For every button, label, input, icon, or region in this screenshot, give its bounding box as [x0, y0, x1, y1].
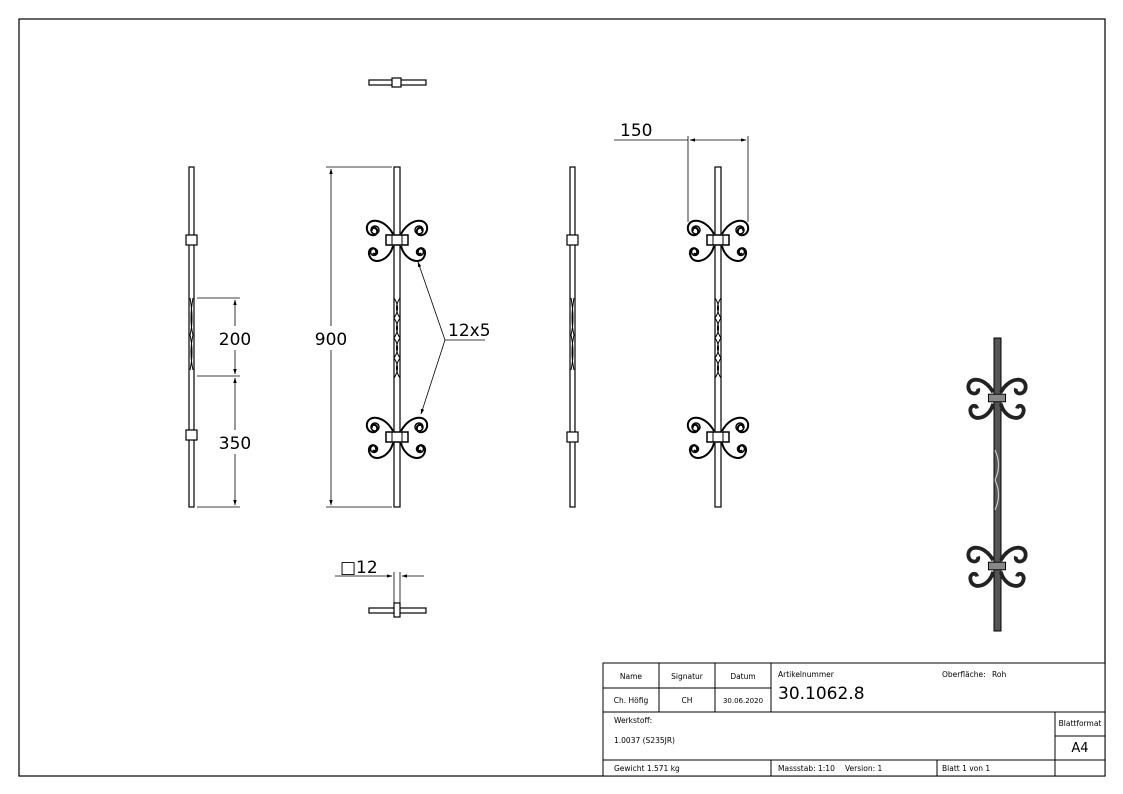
dim-900-text: 900	[315, 330, 347, 350]
surface-value: Roh	[992, 670, 1006, 679]
dimension-12x5-leader: 12x5	[417, 261, 491, 415]
sheet-format-label: Blattformat	[1059, 719, 1102, 728]
title-block-text: Name Signatur Datum Ch. Höfig CH 30.06.2…	[614, 670, 1102, 773]
dimension-200-350: 200 350	[197, 297, 252, 508]
sheet-count-text: Blatt 1 von 1	[942, 764, 990, 773]
title-block	[602, 662, 1106, 777]
date-label: Datum	[730, 672, 755, 681]
side-view-right	[566, 166, 579, 508]
drawing-frame	[18, 18, 1106, 777]
surface-label: Oberfläche:	[942, 670, 986, 679]
section-square-12: □12	[335, 558, 427, 618]
name-value: Ch. Höfig	[614, 696, 649, 705]
version-text: Version: 1	[845, 764, 882, 773]
side-view-left	[185, 166, 198, 508]
name-label: Name	[620, 672, 643, 681]
scale-text: Massstab: 1:10	[778, 764, 835, 773]
dimension-900: 900	[312, 166, 392, 508]
isometric-view	[966, 337, 1028, 632]
signature-value: CH	[682, 696, 693, 705]
weight-text: Gewicht 1.571 kg	[614, 764, 680, 773]
dimension-150: 150	[614, 121, 749, 222]
material-value: 1.0037 (S235JR)	[614, 736, 675, 745]
article-value: 30.1062.8	[778, 684, 865, 704]
material-label: Werkstoff:	[614, 716, 652, 725]
front-view-main	[365, 166, 429, 508]
dim-150-text: 150	[620, 121, 652, 141]
dim-12-text: □12	[340, 558, 378, 578]
front-view-right	[686, 166, 750, 508]
article-label: Artikelnummer	[778, 670, 835, 679]
dim-12x5-text: 12x5	[448, 321, 491, 341]
sheet-format-value: A4	[1071, 741, 1088, 756]
signature-label: Signatur	[671, 672, 704, 681]
top-view-small	[368, 77, 427, 88]
date-value: 30.06.2020	[723, 697, 763, 705]
dim-350-text: 350	[219, 434, 251, 454]
dim-200-text: 200	[219, 330, 251, 350]
